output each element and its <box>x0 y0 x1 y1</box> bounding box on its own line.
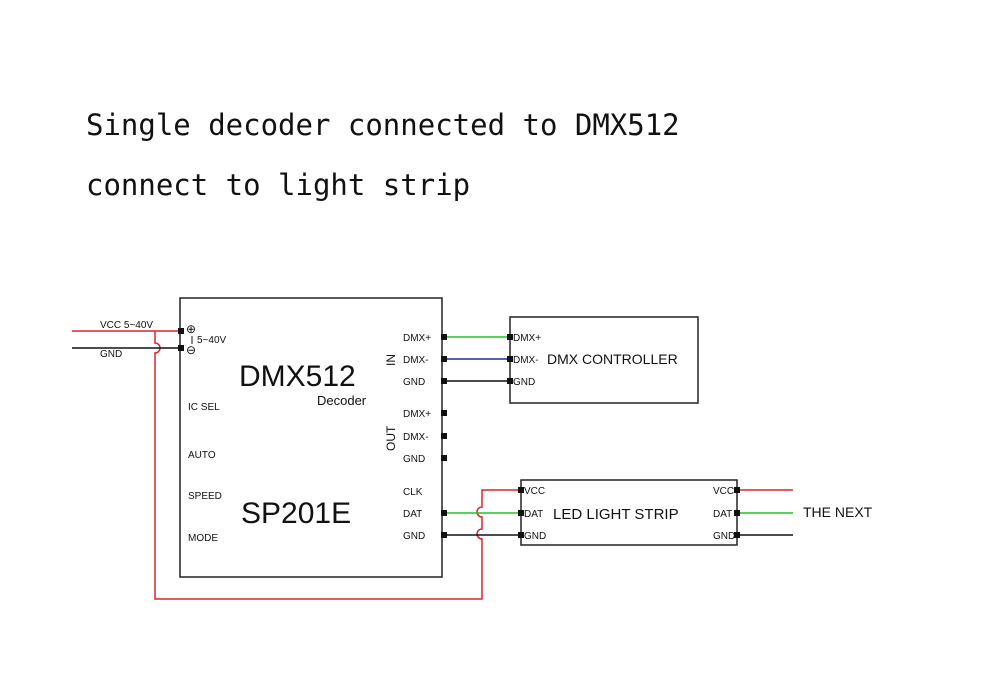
in-pin-dmx-minus: DMX- <box>403 355 429 366</box>
diagram-title-line-2: connect to light strip <box>86 168 471 202</box>
strip-in-gnd: GND <box>524 531 546 542</box>
strip-pin-gnd: GND <box>403 531 425 542</box>
power-range-label: 5~40V <box>197 335 227 346</box>
mode-label-ic-sel: IC SEL <box>188 402 220 413</box>
decoder-terminals <box>441 334 447 538</box>
decoder-model: SP201E <box>241 497 351 530</box>
next-strip-label: THE NEXT <box>803 504 873 520</box>
decoder-name: DMX512 <box>239 360 356 393</box>
controller-pin-dmx-plus: DMX+ <box>513 333 541 344</box>
gnd-terminal <box>178 345 184 351</box>
strip-in-dat: DAT <box>524 509 543 520</box>
strip-name: LED LIGHT STRIP <box>553 506 679 523</box>
out-pin-dmx-minus: DMX- <box>403 432 429 443</box>
vcc-input-label: VCC 5~40V <box>100 320 153 331</box>
strip-terminals <box>518 487 740 538</box>
out-pin-gnd: GND <box>403 454 425 465</box>
out-label: OUT <box>384 425 398 451</box>
strip-out-vcc: VCC <box>713 486 734 497</box>
decoder-subtitle: Decoder <box>317 393 367 408</box>
decoder-box <box>179 297 443 578</box>
in-pin-dmx-plus: DMX+ <box>403 333 431 344</box>
gnd-input-label: GND <box>100 349 122 360</box>
controller-pin-dmx-minus: DMX- <box>513 355 539 366</box>
controller-pin-gnd: GND <box>513 377 535 388</box>
vcc-terminal <box>178 328 184 334</box>
dmx-controller-box <box>509 316 699 404</box>
strip-pin-clk: CLK <box>403 487 423 498</box>
mode-label-auto: AUTO <box>188 450 216 461</box>
strip-pin-dat: DAT <box>403 509 422 520</box>
power-plus-symbol: ⊕ <box>186 322 196 336</box>
strip-out-dat: DAT <box>713 509 732 520</box>
strip-in-vcc: VCC <box>524 486 545 497</box>
in-label: IN <box>384 354 398 366</box>
mode-label-speed: SPEED <box>188 491 222 502</box>
in-pin-gnd: GND <box>403 377 425 388</box>
diagram-title-line-1: Single decoder connected to DMX512 <box>86 108 680 142</box>
out-pin-dmx-plus: DMX+ <box>403 409 431 420</box>
strip-out-gnd: GND <box>713 531 735 542</box>
power-minus-symbol: ⊖ <box>186 343 196 357</box>
mode-label-mode: MODE <box>188 533 218 544</box>
controller-name: DMX CONTROLLER <box>547 351 678 367</box>
controller-terminals <box>507 334 513 384</box>
